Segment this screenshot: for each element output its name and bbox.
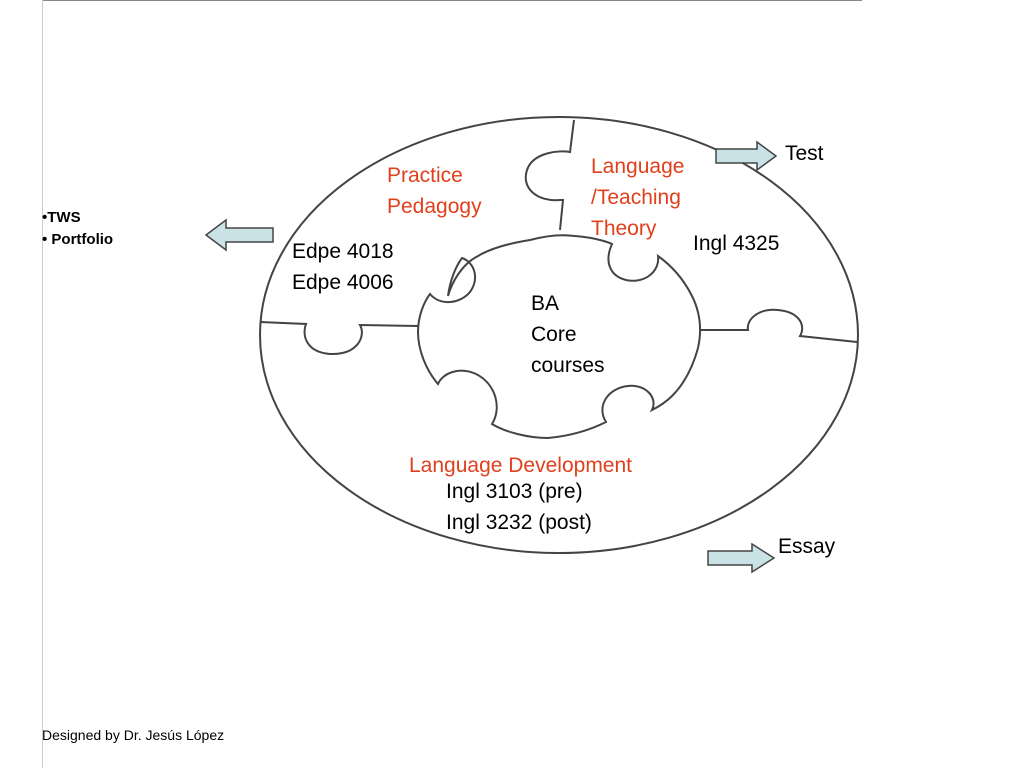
- theory-heading-line2: /Teaching: [591, 186, 681, 209]
- divider-left: [259, 321, 419, 356]
- designer-credit: Designed by Dr. Jesús López: [42, 727, 225, 743]
- divider-right: [700, 308, 858, 343]
- test-label: Test: [785, 142, 824, 165]
- practice-heading: Practice Pedagogy: [387, 160, 482, 222]
- course-edpe-4018: Edpe 4018: [292, 240, 394, 263]
- course-edpe-4006: Edpe 4006: [292, 271, 394, 294]
- arrow-left-tws: [204, 218, 274, 252]
- bullet-tws: •TWS: [42, 209, 81, 226]
- course-ingl-3232: Ingl 3232 (post): [446, 511, 592, 534]
- course-ingl-3103: Ingl 3103 (pre): [446, 480, 583, 503]
- slide-left-border: [42, 0, 43, 768]
- slide-top-border: [42, 0, 862, 1]
- practice-heading-line2: Pedagogy: [387, 195, 482, 218]
- practice-courses: Edpe 4018 Edpe 4006: [292, 236, 394, 298]
- practice-heading-line1: Practice: [387, 164, 463, 187]
- arrow-right-test: [715, 140, 778, 172]
- development-courses: Ingl 3103 (pre) Ingl 3232 (post): [446, 476, 592, 538]
- theory-heading-line1: Language: [591, 155, 685, 178]
- core-courses-label: BA Core courses: [531, 288, 605, 381]
- bullet-portfolio: • Portfolio: [42, 231, 114, 248]
- theory-heading: Language /Teaching Theory: [591, 151, 684, 244]
- core-line2: Core: [531, 323, 577, 346]
- divider-top: [524, 119, 575, 231]
- theory-heading-line3: Theory: [591, 217, 657, 240]
- essay-label: Essay: [778, 535, 836, 558]
- core-line1: BA: [531, 292, 560, 315]
- arrow-right-essay: [707, 542, 776, 574]
- outer-ring: [259, 116, 859, 554]
- core-line3: courses: [531, 354, 605, 377]
- course-ingl-4325: Ingl 4325: [693, 232, 780, 255]
- core-puzzle-piece: [416, 234, 701, 440]
- assessment-bullet-list: •TWS • Portfolio: [42, 207, 113, 251]
- language-development-heading: Language Development: [409, 454, 633, 477]
